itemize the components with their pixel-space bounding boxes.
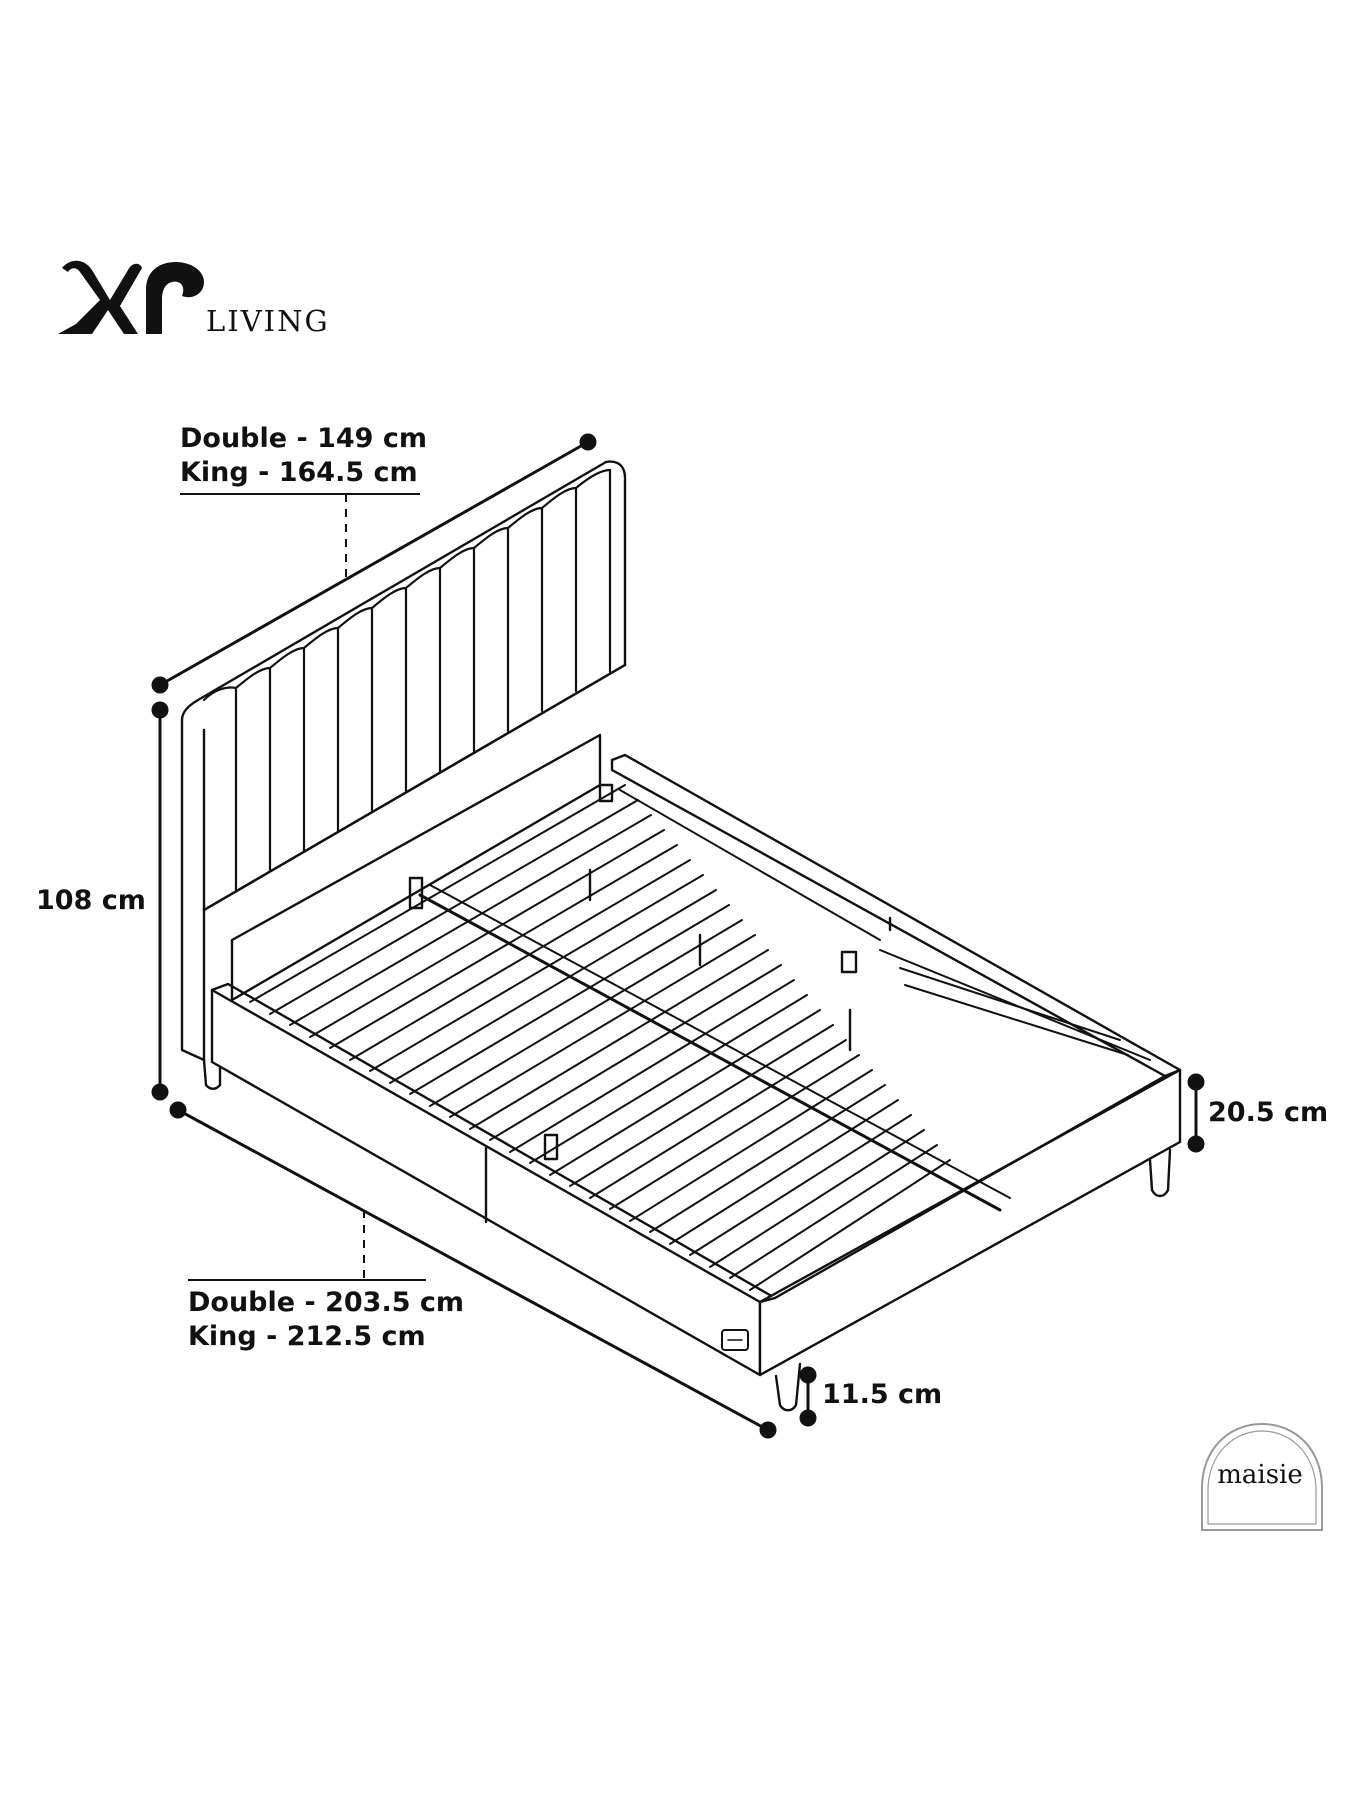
dimension-lines: [151, 433, 1205, 1439]
width-double-label: Double - 149 cm: [180, 423, 427, 454]
xr-living-logo: [58, 260, 204, 334]
width-king-label: King - 164.5 cm: [180, 457, 418, 488]
footboard: [758, 1068, 1182, 1377]
frame-height-label: 20.5 cm: [1208, 1097, 1329, 1128]
length-double-label: Double - 203.5 cm: [188, 1287, 465, 1318]
maisie-brand-text: maisie: [1217, 1460, 1303, 1490]
headboard-channels: [202, 468, 612, 893]
bed-frame-illustration: [180, 460, 1182, 1412]
brand-wordmark: LIVING: [206, 304, 330, 338]
headboard-height-label: 108 cm: [36, 885, 146, 916]
centre-beam: [418, 893, 1002, 1212]
slats: [249, 784, 1151, 1291]
headboard: [180, 460, 627, 1062]
length-king-label: King - 212.5 cm: [188, 1321, 426, 1352]
leg-height-label: 11.5 cm: [822, 1379, 943, 1410]
maisie-arch-logo: [1201, 1422, 1323, 1531]
leg-front: [774, 1362, 802, 1412]
leg-right: [1148, 1148, 1172, 1198]
